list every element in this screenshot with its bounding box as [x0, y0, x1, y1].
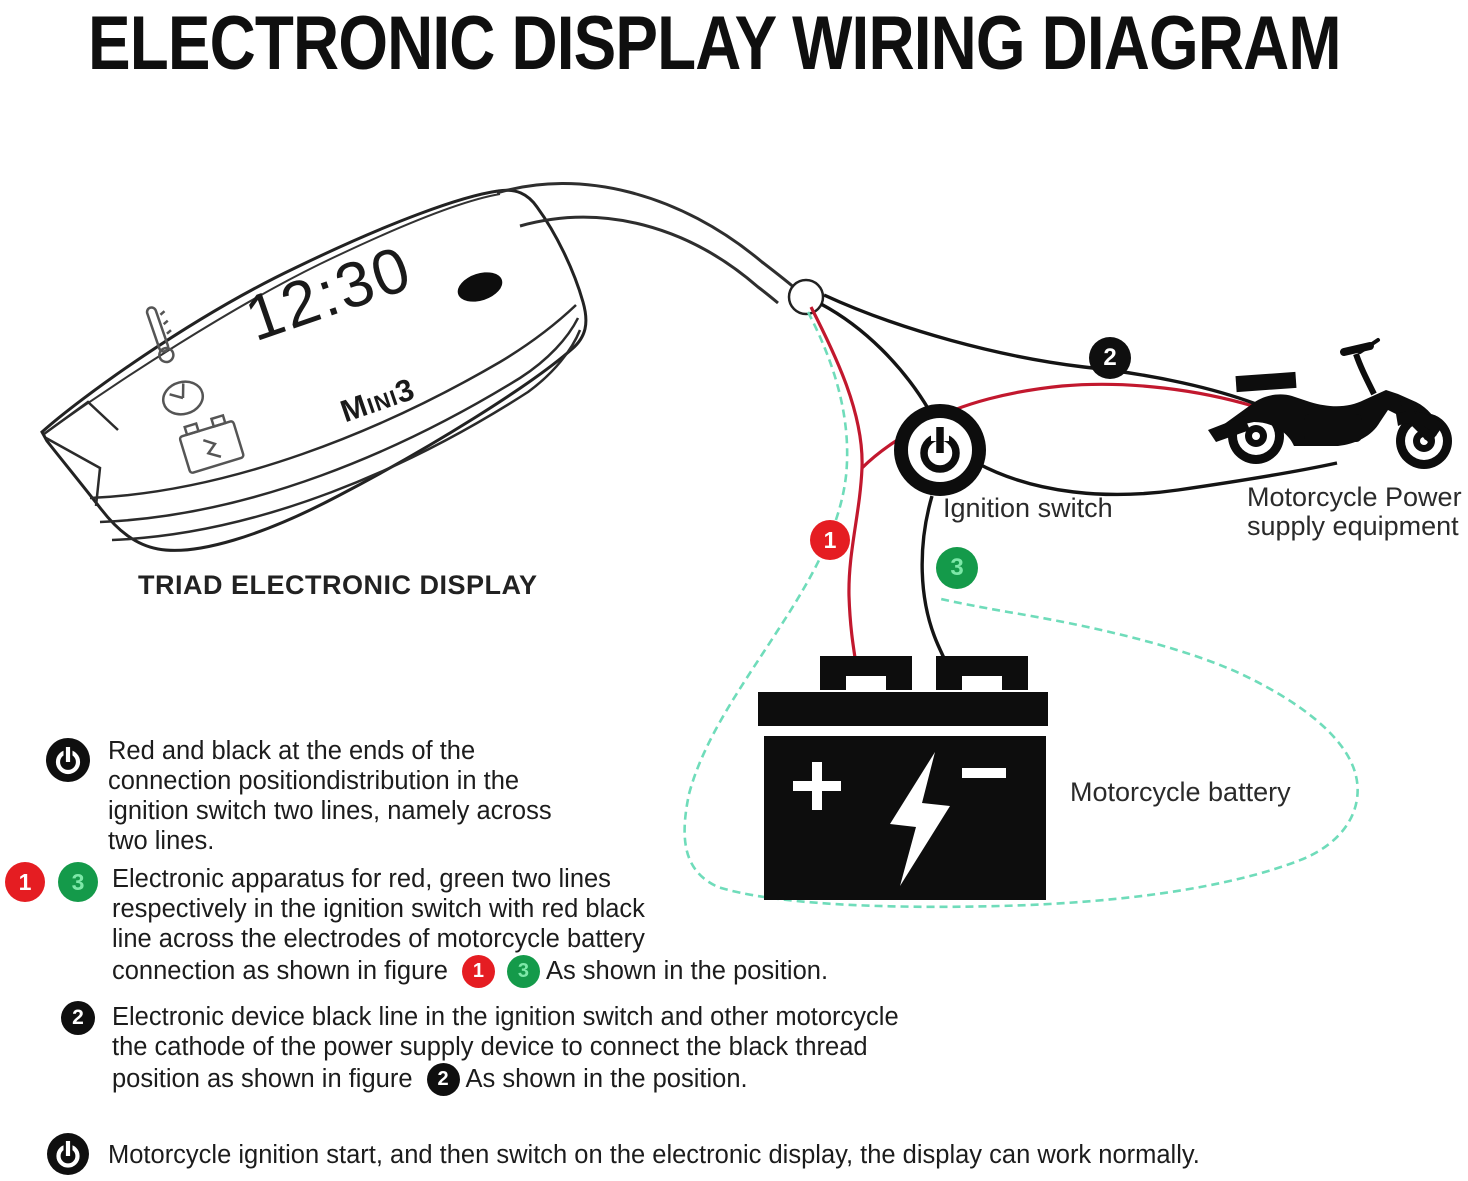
device-left-facet — [43, 400, 119, 507]
thermometer-icon — [145, 306, 175, 364]
lightning-bolt-icon — [890, 752, 950, 886]
note2-margin-badge-1: 1 — [5, 862, 45, 902]
cable-connector — [787, 278, 825, 316]
note2-margin-badge-3: 3 — [58, 862, 98, 902]
motorcycle-battery-label: Motorcycle battery — [1070, 777, 1291, 807]
power-led-dot — [457, 272, 503, 302]
battery-icon — [758, 656, 1048, 900]
battery-plus-sign — [793, 762, 841, 810]
wire-black-switch-to-battery — [920, 495, 958, 684]
note2-inline-badge-3: 3 — [506, 954, 540, 988]
motorcycle-handlebar — [1353, 353, 1377, 396]
clock-icon — [161, 380, 205, 416]
wire-red-to-battery — [809, 306, 864, 665]
page-title: ELECTRONIC DISPLAY WIRING DIAGRAM — [88, 1, 1342, 86]
note4-power-icon — [47, 1133, 89, 1175]
battery-top-bar — [758, 692, 1048, 726]
motorcycle-power-label: Motorcycle Power supply equipment — [1247, 482, 1462, 541]
ignition-switch-power-icon — [894, 404, 986, 496]
motorcycle-front-fork — [1399, 398, 1431, 440]
motorcycle-exhaust — [1208, 416, 1250, 442]
device-caption: TRIAD ELECTRONIC DISPLAY — [138, 570, 538, 600]
note-2: Electronic apparatus for red, green two … — [112, 864, 828, 988]
diagram-badge-3: 3 — [936, 547, 978, 589]
note-4: Motorcycle ignition start, and then swit… — [108, 1141, 1200, 1169]
device-cable — [496, 182, 798, 305]
battery-negative-terminal — [936, 656, 1028, 690]
note-1: Red and black at the ends of the connect… — [108, 737, 552, 855]
battery-positive-terminal — [820, 656, 912, 690]
note3-inline-badge-2: 2 — [426, 1062, 460, 1096]
wire-black-top-to-motorcycle — [823, 293, 1257, 406]
device-screen-curve — [89, 304, 577, 500]
battery-indicator-icon — [178, 413, 245, 474]
diagram-badge-2: 2 — [1089, 337, 1131, 379]
device-outline — [40, 188, 588, 552]
device-side-line-1 — [99, 317, 580, 524]
note3-margin-badge-2: 2 — [61, 1001, 95, 1035]
electronic-display-device — [40, 188, 588, 552]
battery-minus-sign — [962, 768, 1006, 778]
ignition-switch-label: Ignition switch — [943, 493, 1113, 523]
wire-black-switch-to-motorcycle — [976, 461, 1338, 497]
wire-black-connector-to-switch — [820, 302, 931, 411]
diagram-badge-1: 1 — [810, 520, 850, 560]
note2-inline-badge-1: 1 — [461, 954, 495, 988]
device-bezel-line — [51, 193, 501, 429]
note-3: Electronic device black line in the igni… — [112, 1002, 899, 1096]
motorcycle-icon — [1208, 338, 1452, 469]
device-side-line-2 — [111, 329, 582, 542]
note1-power-icon — [46, 738, 90, 782]
wire-green-loop — [683, 311, 1359, 909]
